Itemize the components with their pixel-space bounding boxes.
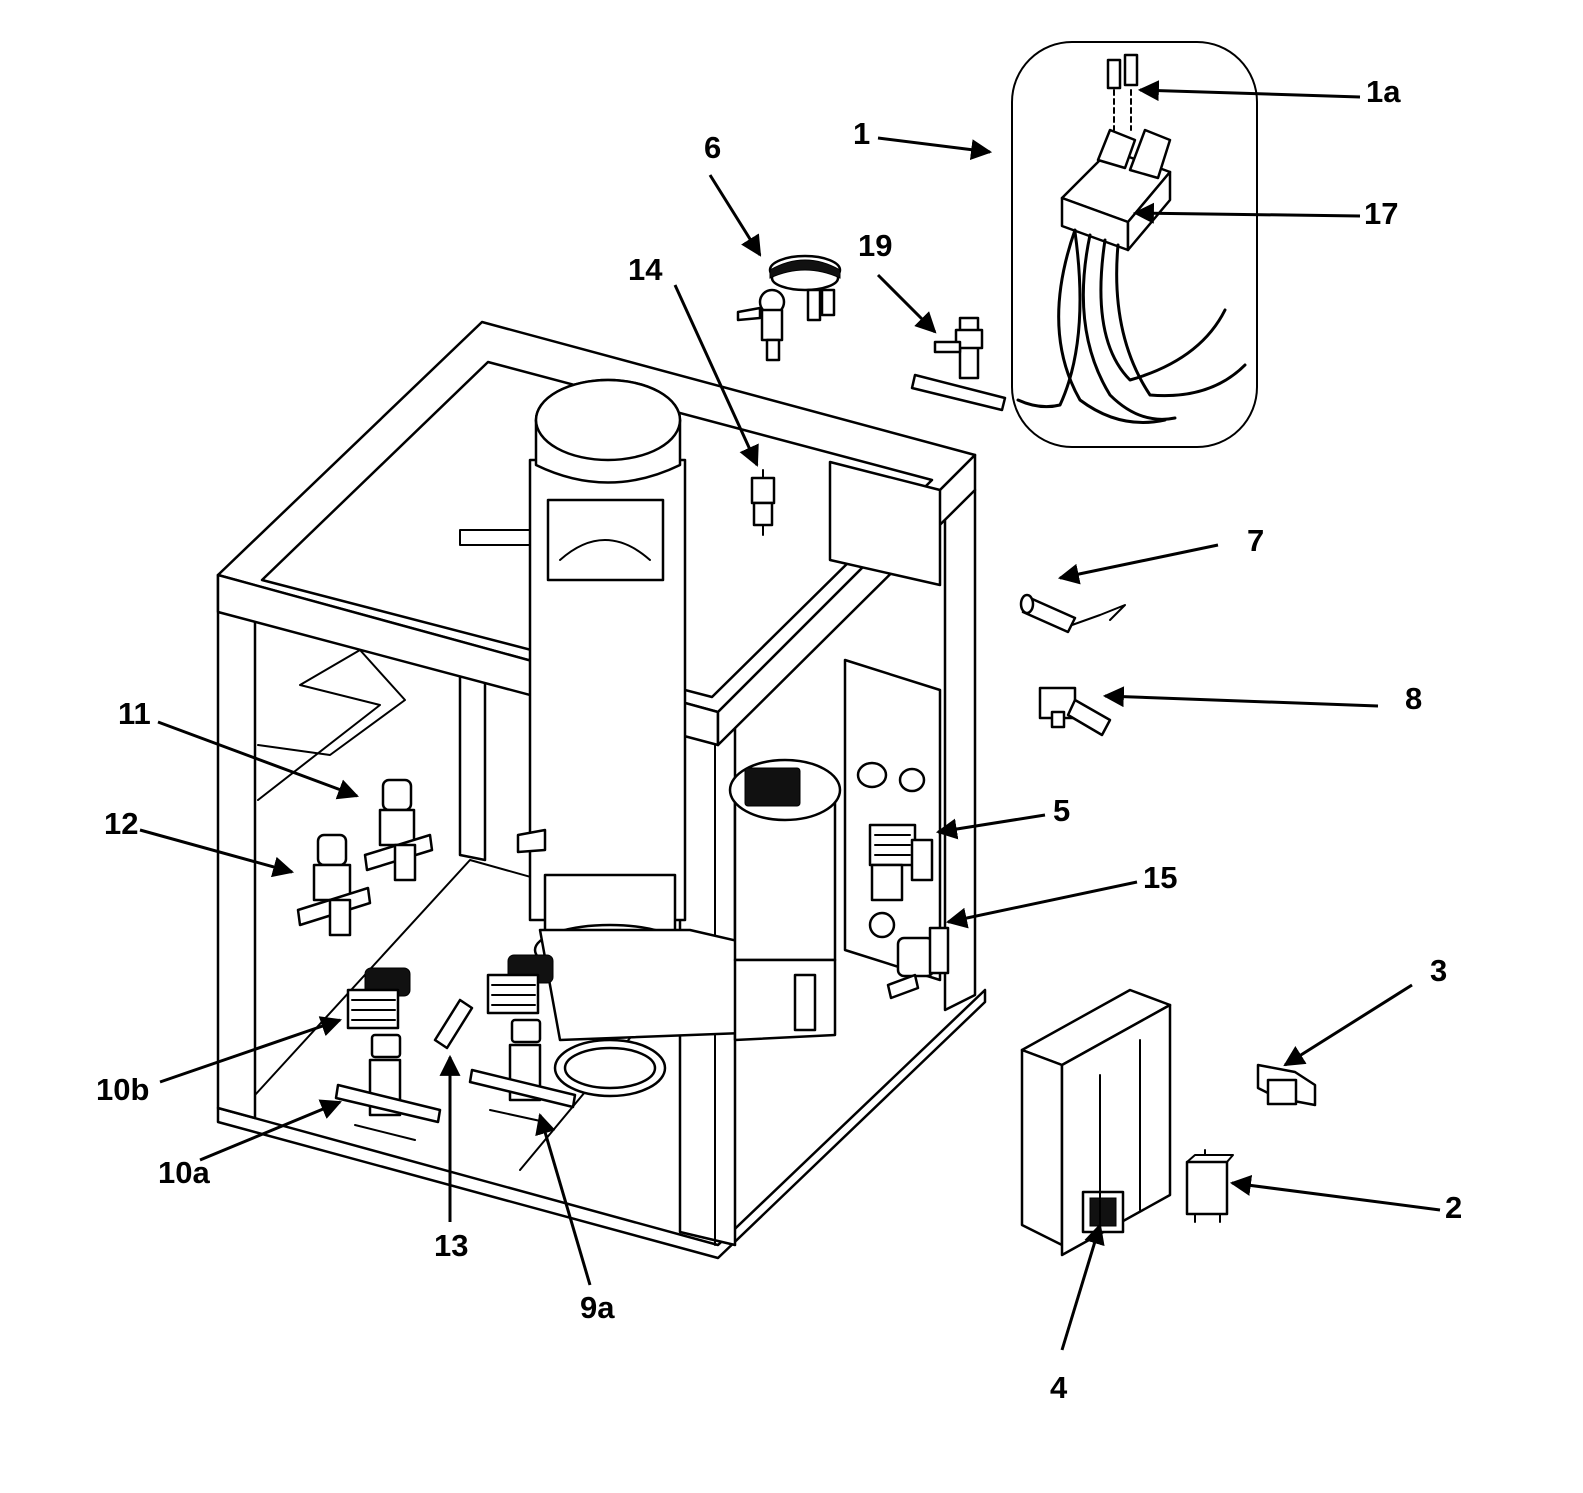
callout-15: 15	[1143, 860, 1178, 895]
part-8-fitting	[1038, 686, 1112, 737]
solenoid-valve-9a	[468, 954, 577, 1123]
callout-6: 6	[704, 130, 722, 165]
callout-10a: 10a	[158, 1155, 210, 1190]
part-6-clamp	[736, 254, 842, 362]
callout-9a: 9a	[580, 1290, 615, 1325]
solenoid-valve-10	[334, 967, 442, 1141]
valve-11	[363, 778, 434, 882]
callout-5: 5	[1053, 793, 1071, 828]
valve-12	[296, 833, 372, 937]
callout-3: 3	[1430, 953, 1448, 988]
callout-17: 17	[1364, 196, 1399, 231]
callout-2: 2	[1445, 1190, 1463, 1225]
callout-8: 8	[1405, 681, 1423, 716]
callout-4: 4	[1050, 1370, 1068, 1405]
leader-arrows	[139, 80, 1441, 1351]
callout-10b: 10b	[96, 1072, 150, 1107]
callout-1: 1	[853, 116, 871, 151]
callout-13: 13	[434, 1228, 469, 1263]
water-valve-5	[868, 823, 934, 902]
part-7-sensor	[1019, 593, 1126, 634]
part-3-switch	[1256, 1063, 1317, 1107]
callout-12: 12	[104, 806, 139, 841]
callout-14: 14	[628, 252, 663, 287]
part-19-tee-fitting	[910, 316, 1007, 412]
callout-11: 11	[118, 696, 151, 731]
callout-7: 7	[1247, 523, 1265, 558]
part-2-relay	[1185, 1149, 1234, 1223]
part-4-control-box	[1020, 988, 1172, 1257]
part-14-connector	[750, 469, 776, 536]
part-1-hose-assembly	[1011, 41, 1258, 448]
motor	[728, 758, 842, 1042]
valve-15	[886, 926, 950, 1000]
fitting-13	[433, 998, 474, 1050]
callout-19: 19	[858, 228, 893, 263]
callout-1a: 1a	[1366, 74, 1401, 109]
